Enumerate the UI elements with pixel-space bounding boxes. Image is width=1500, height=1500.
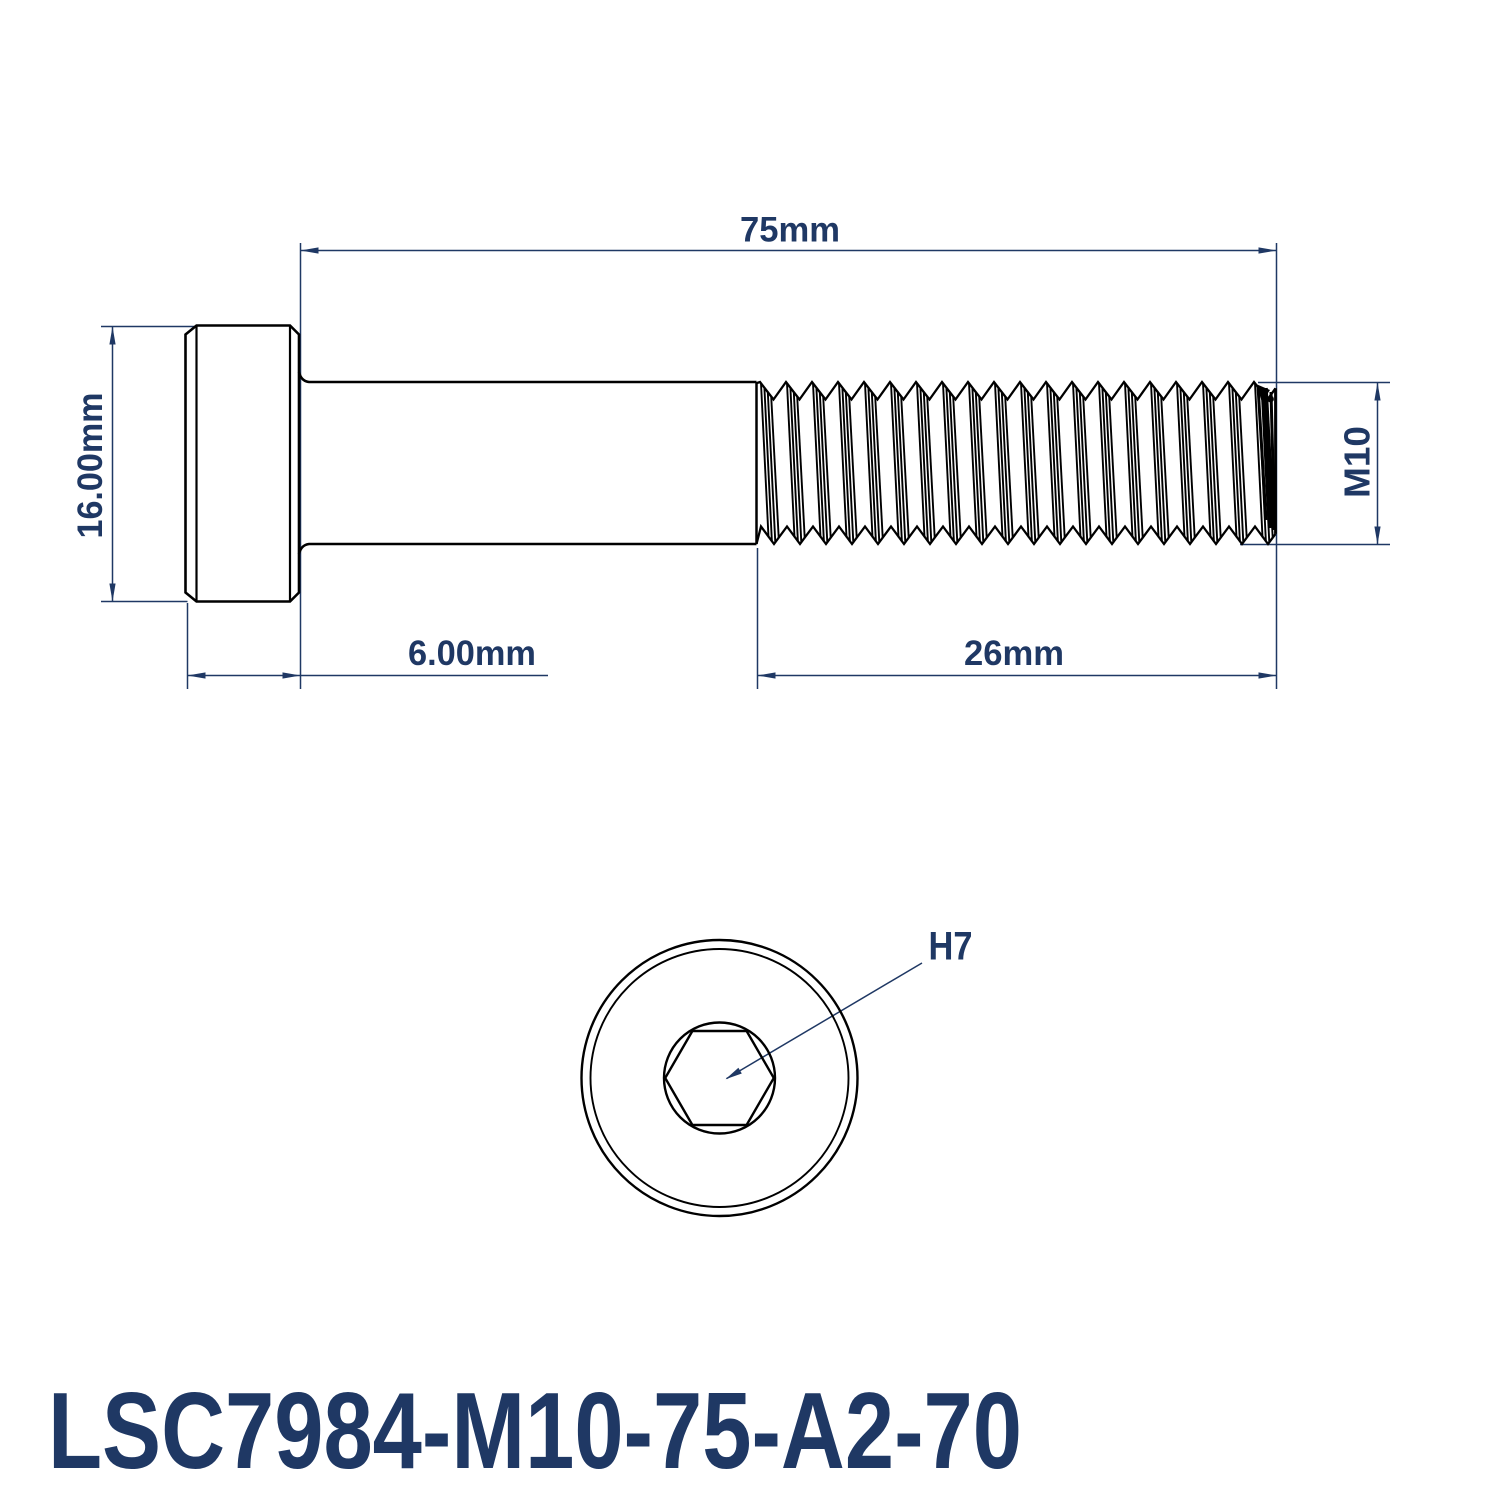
svg-text:6.00mm: 6.00mm [408,633,536,673]
svg-text:LSC7984-M10-75-A2-70: LSC7984-M10-75-A2-70 [48,1370,1022,1492]
svg-text:M10: M10 [1337,426,1378,498]
svg-text:75mm: 75mm [740,210,840,250]
svg-text:H7: H7 [929,925,973,969]
svg-text:16.00mm: 16.00mm [70,393,110,539]
svg-text:26mm: 26mm [964,633,1064,673]
